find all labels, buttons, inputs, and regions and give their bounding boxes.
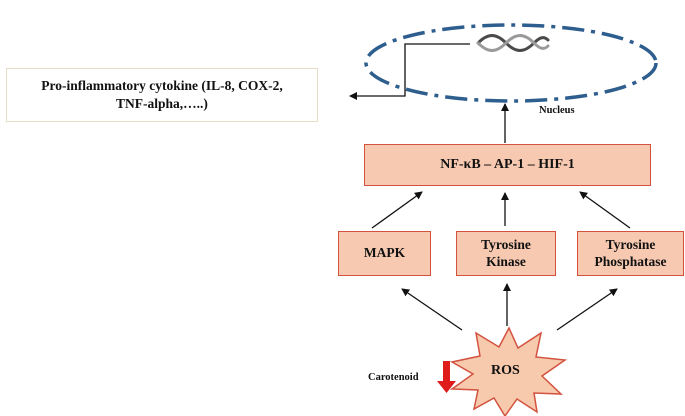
mapk-to-tf-arrow: [371, 191, 423, 229]
nucleus-boundary: [364, 23, 658, 103]
tyrosine-phosphatase-line-2: Phosphatase: [594, 253, 667, 269]
tyrosine-phosphatase-box: Tyrosine Phosphatase: [577, 231, 684, 276]
tp-to-tf-arrow: [579, 191, 631, 229]
down-arrow-icon: [437, 361, 456, 393]
mapk-label: MAPK: [363, 245, 406, 261]
cytokine-line-1: Pro-inflammatory cytokine (IL-8, COX-2,: [41, 77, 283, 93]
ros-to-tp-arrow: [556, 288, 618, 331]
cytokine-box: Pro-inflammatory cytokine (IL-8, COX-2, …: [6, 68, 318, 122]
tyrosine-phosphatase-line-1: Tyrosine: [605, 237, 656, 253]
ros-label: ROS: [491, 363, 520, 378]
mapk-box: MAPK: [338, 231, 431, 276]
nucleus-label: Nucleus: [539, 105, 575, 116]
transcription-factors-label: NF-κB – AP-1 – HIF-1: [440, 157, 575, 172]
tyrosine-kinase-box: Tyrosine Kinase: [456, 231, 556, 276]
ros-starburst: [449, 326, 568, 416]
transcription-factors-box: NF-κB – AP-1 – HIF-1: [364, 144, 651, 186]
ros-to-mapk-arrow: [401, 288, 463, 331]
cytokine-line-2: TNF-alpha,…..): [116, 96, 208, 111]
tyrosine-kinase-line-2: Kinase: [486, 253, 526, 269]
tyrosine-kinase-line-1: Tyrosine: [481, 237, 531, 253]
expression-arrow: [349, 43, 470, 100]
dna-helix-icon: [476, 34, 550, 52]
carotenoid-label: Carotenoid: [368, 372, 419, 383]
